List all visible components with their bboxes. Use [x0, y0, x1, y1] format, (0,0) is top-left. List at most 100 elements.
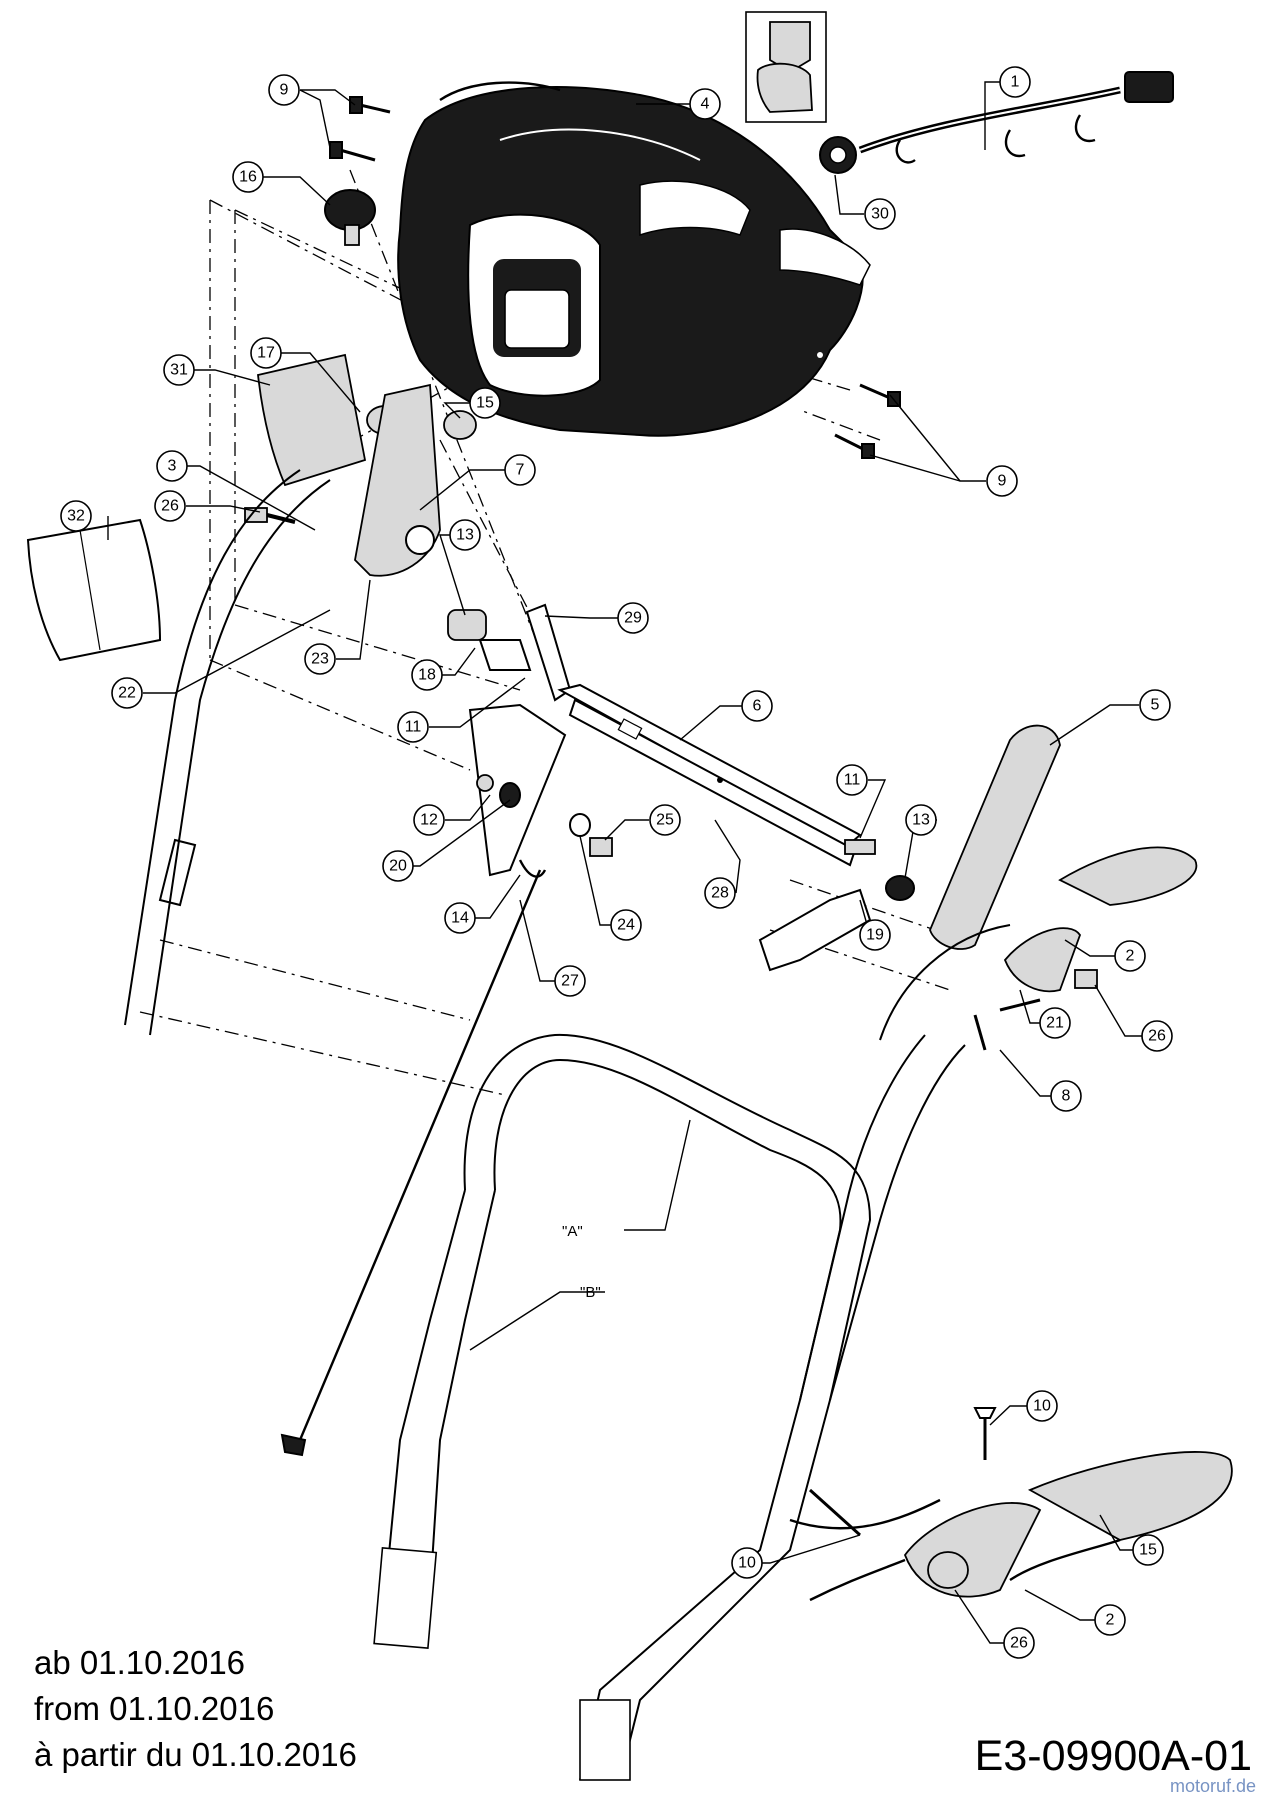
callout-31: 31 [163, 354, 195, 386]
svg-text:13: 13 [912, 812, 930, 829]
svg-text:13: 13 [456, 527, 474, 544]
callout-32: 32 [60, 500, 92, 532]
svg-text:24: 24 [617, 917, 635, 934]
svg-text:1: 1 [1011, 74, 1020, 91]
assembly-labels: "A" "B" [562, 1223, 601, 1301]
svg-text:15: 15 [476, 395, 494, 412]
svg-text:25: 25 [656, 812, 674, 829]
callout-10-bottom: 10 [731, 1547, 763, 1579]
callout-9-top: 9 [268, 74, 300, 106]
svg-text:28: 28 [711, 885, 729, 902]
callout-27: 27 [554, 965, 586, 997]
callout-26-left: 26 [154, 490, 186, 522]
svg-text:11: 11 [405, 719, 422, 736]
key-switch [819, 136, 857, 174]
callout-5: 5 [1139, 689, 1171, 721]
callout-6: 6 [741, 690, 773, 722]
svg-text:19: 19 [866, 927, 884, 944]
callout-15-top: 15 [469, 387, 501, 419]
callout-15-bottom: 15 [1132, 1534, 1164, 1566]
callout-19: 19 [859, 919, 891, 951]
callout-16: 16 [232, 161, 264, 193]
svg-text:10: 10 [738, 1555, 756, 1572]
callout-28: 28 [704, 877, 736, 909]
callout-bubbles: 1 4 9 16 30 17 31 15 9 3 7 26 32 13 29 2… [60, 66, 1173, 1659]
handle-grip-upper [929, 724, 1061, 950]
svg-text:8: 8 [1062, 1088, 1071, 1105]
svg-text:6: 6 [753, 698, 762, 715]
svg-text:12: 12 [420, 812, 438, 829]
svg-text:14: 14 [451, 910, 469, 927]
handle-tubes [124, 469, 1011, 1781]
callout-9-right: 9 [986, 465, 1018, 497]
drawing-code: E3-09900A-01 [974, 1732, 1252, 1780]
label-assembly-a: "A" [562, 1223, 583, 1240]
callout-2-bottom: 2 [1094, 1604, 1126, 1636]
svg-text:2: 2 [1106, 1612, 1115, 1629]
callout-8: 8 [1050, 1080, 1082, 1112]
crossbar [557, 683, 862, 867]
svg-text:32: 32 [67, 508, 85, 525]
callout-14: 14 [444, 902, 476, 934]
svg-text:20: 20 [389, 858, 407, 875]
callout-12: 12 [413, 804, 445, 836]
callout-24: 24 [610, 909, 642, 941]
caption-en: from 01.10.2016 [34, 1690, 275, 1727]
detail-view [789, 1407, 1233, 1602]
callout-10-top: 10 [1026, 1390, 1058, 1422]
label-assembly-b: "B" [580, 1284, 601, 1301]
svg-text:31: 31 [170, 362, 188, 379]
callout-26-bottom: 26 [1003, 1627, 1035, 1659]
pivot-assembly [447, 609, 532, 671]
svg-text:10: 10 [1033, 1398, 1051, 1415]
svg-text:2: 2 [1126, 948, 1135, 965]
cover-plate [257, 353, 367, 487]
svg-text:15: 15 [1139, 1542, 1157, 1559]
callout-3: 3 [156, 450, 188, 482]
callout-26-right: 26 [1141, 1020, 1173, 1052]
svg-text:22: 22 [118, 685, 136, 702]
callout-21: 21 [1039, 1007, 1071, 1039]
knob [324, 189, 376, 246]
svg-text:7: 7 [516, 462, 525, 479]
svg-text:18: 18 [418, 667, 436, 684]
callout-30: 30 [864, 198, 896, 230]
lever [354, 383, 441, 577]
svg-text:4: 4 [701, 96, 710, 113]
svg-text:26: 26 [1148, 1028, 1166, 1045]
svg-text:27: 27 [561, 973, 579, 990]
callout-18: 18 [411, 659, 443, 691]
svg-text:16: 16 [239, 169, 257, 186]
svg-text:29: 29 [624, 610, 642, 627]
callout-2-top: 2 [1114, 940, 1146, 972]
callout-13-right: 13 [905, 804, 937, 836]
svg-text:9: 9 [998, 473, 1007, 490]
svg-text:11: 11 [844, 772, 861, 789]
bracket-arm [525, 603, 572, 702]
caption-fr: à partir du 01.10.2016 [34, 1736, 357, 1773]
light-unit [26, 518, 162, 662]
callout-11-right: 11 [836, 764, 868, 796]
svg-text:9: 9 [280, 82, 289, 99]
svg-text:30: 30 [871, 206, 889, 223]
wire-harness [858, 71, 1174, 164]
callout-29: 29 [617, 602, 649, 634]
caption-de: ab 01.10.2016 [34, 1644, 246, 1681]
callout-1: 1 [999, 66, 1031, 98]
svg-text:3: 3 [168, 458, 177, 475]
key-inset [745, 11, 827, 123]
callout-4: 4 [689, 88, 721, 120]
watermark: motoruf.de [1169, 1776, 1256, 1796]
callout-22: 22 [111, 677, 143, 709]
svg-text:26: 26 [1010, 1635, 1028, 1652]
right-pivot [758, 839, 915, 972]
callout-11-left: 11 [397, 711, 429, 743]
callout-7: 7 [504, 454, 536, 486]
svg-text:17: 17 [257, 345, 275, 362]
svg-text:5: 5 [1151, 697, 1160, 714]
cable [280, 869, 542, 1457]
left-hardware [468, 703, 613, 878]
callout-20: 20 [382, 850, 414, 882]
callout-17: 17 [250, 337, 282, 369]
